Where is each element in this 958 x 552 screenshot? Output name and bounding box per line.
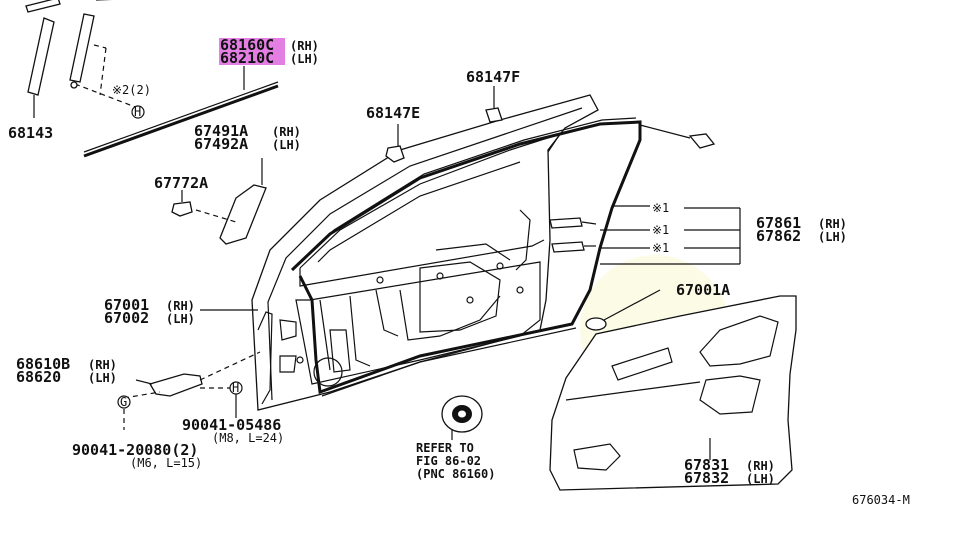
bolt-g-symbol: G (117, 395, 131, 409)
note-1-label-c: ※1 (652, 241, 669, 255)
part-number-67002[interactable]: 67002 (104, 309, 149, 327)
part-number-68620[interactable]: 68620 (16, 368, 61, 386)
side-67861: (RH) (818, 217, 847, 231)
side-67001: (RH) (166, 299, 195, 313)
part-number-67832[interactable]: 67832 (684, 469, 729, 487)
part-number-67492a[interactable]: 67492A (194, 135, 248, 153)
trim-board-67831-drawing (549, 295, 797, 491)
molding-68160c-drawing (69, 0, 279, 158)
refer-line-3: (PNC 86160) (416, 467, 495, 481)
bolt-h-label-2: H (232, 381, 239, 395)
bolt-g-label: G (120, 395, 127, 409)
part-number-67491a[interactable]: 67491A (194, 122, 248, 140)
note-2-label: ※2(2) (112, 83, 151, 97)
side-68210c: (LH) (290, 52, 319, 66)
part-number-68160c[interactable]: 68160C (220, 36, 274, 54)
part-number-68143[interactable]: 68143 (8, 124, 53, 142)
spec-90041-20080: (M6, L=15) (130, 456, 202, 470)
spec-90041-05486: (M8, L=24) (212, 431, 284, 445)
clip-68147f-drawing (485, 86, 503, 123)
part-number-90041-05486[interactable]: 90041-05486 (182, 416, 281, 434)
weatherstrip-67861-drawing (290, 117, 716, 397)
side-68610b: (RH) (88, 358, 117, 372)
part-number-67862[interactable]: 67862 (756, 227, 801, 245)
bolt-h-label-1: H (134, 105, 141, 119)
hinge-68610b-drawing (123, 351, 261, 430)
speaker-drawing (441, 395, 483, 440)
figure-id: 676034-M (852, 493, 910, 507)
part-number-67831[interactable]: 67831 (684, 456, 729, 474)
note1-leaders (600, 207, 741, 265)
bolt-h-symbol-1: H (131, 105, 145, 119)
side-68160c: (RH) (290, 39, 319, 53)
side-67491a: (RH) (272, 125, 301, 139)
part-number-67001[interactable]: 67001 (104, 296, 149, 314)
clip-68147e-drawing (385, 124, 405, 163)
part-number-67861[interactable]: 67861 (756, 214, 801, 232)
belt-piece-67491a-drawing (171, 158, 267, 245)
side-67832: (LH) (746, 472, 775, 486)
side-67862: (LH) (818, 230, 847, 244)
refer-line-2[interactable]: FIG 86-02 (416, 454, 481, 468)
note-1-label-a: ※1 (652, 201, 669, 215)
part-number-68610b[interactable]: 68610B (16, 355, 70, 373)
molding-68143-drawing (25, 0, 61, 118)
bolt-h-symbol-2: H (229, 381, 243, 395)
part-number-67772a[interactable]: 67772A (154, 174, 208, 192)
side-67002: (LH) (166, 312, 195, 326)
part-number-67001a[interactable]: 67001A (676, 281, 730, 299)
side-67831: (RH) (746, 459, 775, 473)
refer-line-1: REFER TO (416, 441, 474, 455)
note-1-label-b: ※1 (652, 223, 669, 237)
highlight-68210c (219, 51, 285, 65)
highlight-68160c (219, 38, 285, 52)
part-number-68210c[interactable]: 68210C (220, 49, 274, 67)
part-number-68147f[interactable]: 68147F (466, 68, 520, 86)
part-number-68147e[interactable]: 68147E (366, 104, 420, 122)
plug-67001a-drawing (585, 289, 661, 331)
side-67492a: (LH) (272, 138, 301, 152)
part-number-90041-20080[interactable]: 90041-20080(2) (72, 441, 198, 459)
side-68620: (LH) (88, 371, 117, 385)
